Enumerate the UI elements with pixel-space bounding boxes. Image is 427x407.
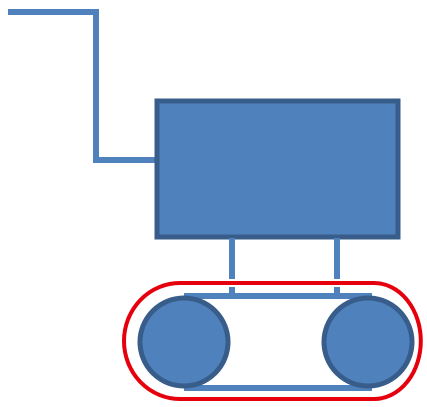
left-wheel bbox=[137, 295, 231, 389]
cart-handle bbox=[8, 9, 188, 163]
track-loop bbox=[120, 279, 425, 403]
cart-body bbox=[154, 98, 401, 240]
right-wheel bbox=[321, 295, 415, 389]
